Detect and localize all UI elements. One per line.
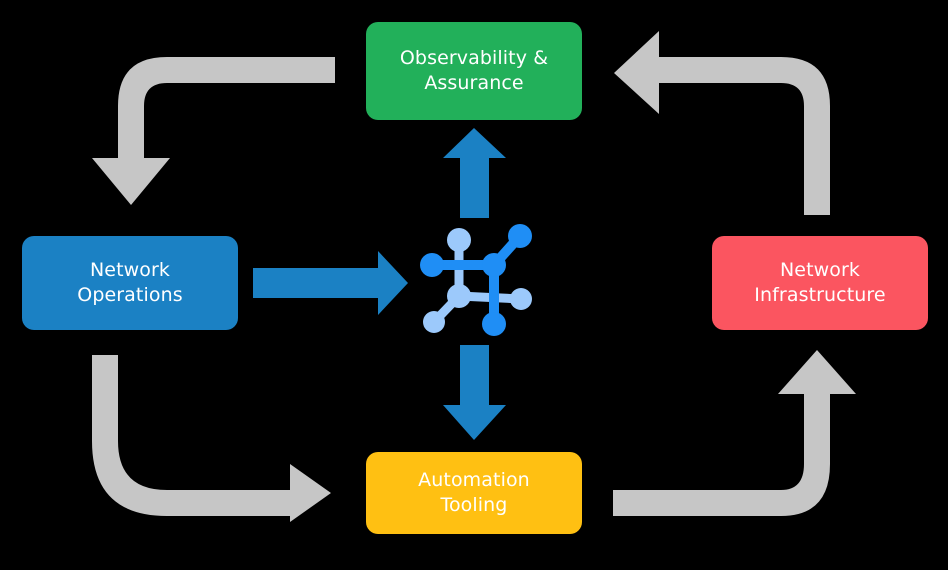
node-label-observability: Observability & Assurance <box>399 47 549 94</box>
node-box-operations[interactable]: Network Operations <box>22 236 238 330</box>
icon-nodes-primary <box>420 224 532 336</box>
node-label-infrastructure: Network Infrastructure <box>754 259 886 306</box>
blue-arrow-operations-to-center <box>253 251 408 315</box>
blue-arrow-center-to-automation <box>443 345 506 440</box>
node-box-observability[interactable]: Observability & Assurance <box>366 22 582 120</box>
gray-arrow-automation-to-infrastructure <box>613 350 856 516</box>
node-box-automation[interactable]: Automation Tooling <box>366 452 582 534</box>
gray-arrow-observability-to-operations <box>92 57 335 205</box>
node-box-infrastructure[interactable]: Network Infrastructure <box>712 236 928 330</box>
blue-arrow-center-to-observability <box>443 128 506 218</box>
node-label-operations: Network Operations <box>77 259 183 306</box>
node-label-automation: Automation Tooling <box>418 469 530 516</box>
network-topology-icon <box>420 224 532 336</box>
icon-nodes-secondary <box>423 228 532 333</box>
gray-arrow-operations-to-automation <box>92 355 331 522</box>
gray-arrow-infrastructure-to-observability <box>614 31 830 215</box>
